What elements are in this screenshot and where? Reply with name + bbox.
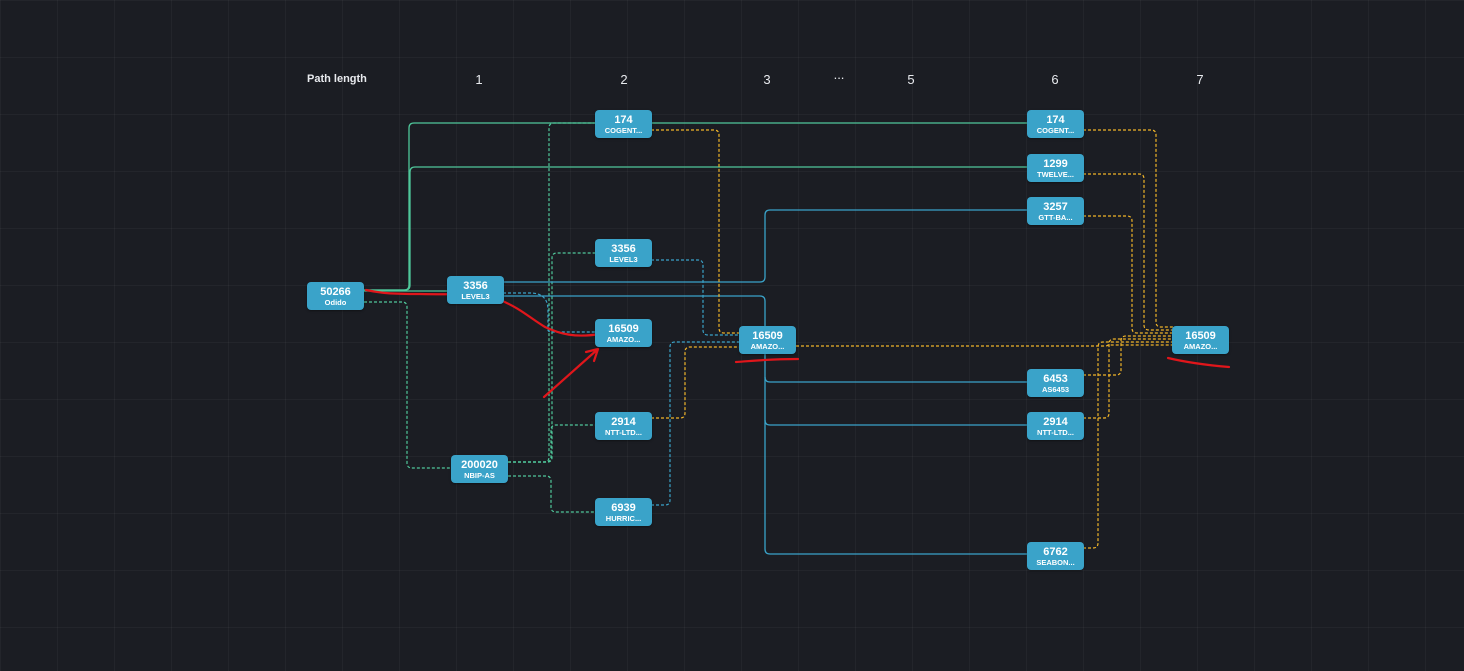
node-asn: 16509: [1185, 330, 1216, 342]
node-as-3356-level1[interactable]: 3356 LEVEL3: [447, 276, 504, 304]
column-header-7: 7: [1196, 72, 1204, 87]
node-name: NTT-LTD...: [1037, 428, 1074, 437]
edge-3356-2914: [764, 419, 1028, 426]
edge-200020-6939: [508, 475, 596, 513]
node-asn: 1299: [1043, 158, 1068, 170]
node-name: HURRIC...: [605, 514, 642, 523]
column-header-1: 1: [475, 72, 483, 87]
node-asn: 2914: [1043, 416, 1068, 428]
node-name: AMAZO...: [750, 342, 785, 351]
edge-3356-trunk: [503, 295, 1028, 555]
edge-1299-16509c: [1083, 173, 1173, 331]
column-header-6: 6: [1051, 72, 1059, 87]
node-name: COGENT...: [604, 126, 643, 135]
annotation-red-arrow: [542, 347, 600, 399]
node-name: COGENT...: [1036, 126, 1075, 135]
path-length-label: Path length: [307, 73, 367, 85]
edge-6453-16509c: [1083, 335, 1173, 376]
edge-2914-16509: [651, 346, 740, 419]
node-name: AMAZO...: [1183, 342, 1218, 351]
node-name: GTT-BA...: [1038, 213, 1073, 222]
node-as-6762[interactable]: 6762 SEABON...: [1027, 542, 1084, 570]
node-asn: 16509: [608, 323, 639, 335]
node-asn: 6762: [1043, 546, 1068, 558]
edge-174b-16509c: [1083, 129, 1173, 328]
node-asn: 200020: [461, 459, 498, 471]
node-name: SEABON...: [1036, 558, 1075, 567]
annotation-red-underline-3: [734, 357, 800, 364]
node-asn: 3257: [1043, 201, 1068, 213]
edge-3257-16509c: [1083, 215, 1173, 334]
node-name: TWELVE...: [1037, 170, 1074, 179]
node-as-3356-level2[interactable]: 3356 LEVEL3: [595, 239, 652, 267]
node-as-16509-level7[interactable]: 16509 AMAZO...: [1172, 326, 1229, 354]
node-as-50266[interactable]: 50266 Odido: [307, 282, 364, 310]
node-asn: 3356: [463, 280, 488, 292]
node-as-200020[interactable]: 200020 NBIP-AS: [451, 455, 508, 483]
edge-16509b-16509c: [796, 344, 1173, 347]
node-as-3257[interactable]: 3257 GTT-BA...: [1027, 197, 1084, 225]
edge-odido-174-col6: [364, 122, 1028, 291]
edge-3356b-16509: [651, 259, 740, 336]
annotation-red-underline-7: [1166, 356, 1231, 369]
edge-2914b-16509c: [1083, 338, 1173, 419]
column-header-2: 2: [620, 72, 628, 87]
node-as-174-level6[interactable]: 174 COGENT...: [1027, 110, 1084, 138]
column-header-5: 5: [907, 72, 915, 87]
node-as-6453[interactable]: 6453 AS6453: [1027, 369, 1084, 397]
node-as-16509-level3[interactable]: 16509 AMAZO...: [739, 326, 796, 354]
edge-200020-174: [508, 122, 596, 463]
node-asn: 174: [1046, 114, 1065, 126]
node-name: Odido: [324, 298, 347, 307]
edge-odido-1299-col6: [364, 166, 1028, 291]
node-name: AS6453: [1041, 385, 1070, 394]
node-name: AMAZO...: [606, 335, 641, 344]
node-asn: 2914: [611, 416, 636, 428]
node-name: LEVEL3: [609, 255, 638, 264]
edge-odido-200020: [364, 301, 452, 469]
node-as-174-level2[interactable]: 174 COGENT...: [595, 110, 652, 138]
node-asn: 16509: [752, 330, 783, 342]
edge-174-16509: [651, 129, 740, 334]
node-as-2914-level6[interactable]: 2914 NTT-LTD...: [1027, 412, 1084, 440]
node-asn: 6939: [611, 502, 636, 514]
node-name: NBIP-AS: [464, 471, 495, 480]
node-as-16509-level2[interactable]: 16509 AMAZO...: [595, 319, 652, 347]
node-as-2914-level2[interactable]: 2914 NTT-LTD...: [595, 412, 652, 440]
edge-3356-3257: [503, 209, 1028, 283]
node-asn: 3356: [611, 243, 636, 255]
column-header-3: 3: [763, 72, 771, 87]
edge-3356-6453: [764, 376, 1028, 383]
edge-6762-16509c: [1083, 341, 1173, 549]
node-name: LEVEL3: [461, 292, 490, 301]
column-header-ellipsis: ...: [833, 67, 845, 82]
edge-200020-3356: [508, 252, 596, 463]
node-asn: 6453: [1043, 373, 1068, 385]
node-as-1299[interactable]: 1299 TWELVE...: [1027, 154, 1084, 182]
node-asn: 50266: [320, 286, 351, 298]
node-name: NTT-LTD...: [605, 428, 642, 437]
node-asn: 174: [614, 114, 633, 126]
node-as-6939[interactable]: 6939 HURRIC...: [595, 498, 652, 526]
edge-3356-16509-short: [503, 292, 596, 333]
edge-6939-16509: [651, 341, 740, 506]
